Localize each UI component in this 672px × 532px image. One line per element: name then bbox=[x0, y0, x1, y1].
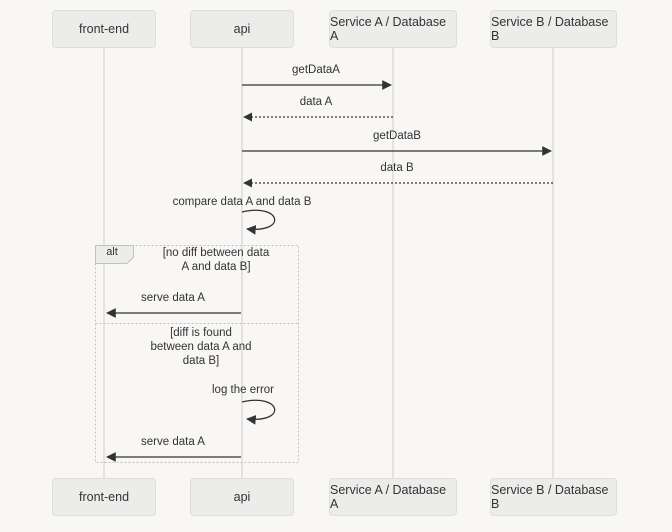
alt-label-box bbox=[95, 245, 134, 264]
message-label-data-b: data B bbox=[380, 162, 414, 174]
message-label-serve-data-a-2: serve data A bbox=[141, 436, 205, 448]
participant-api-top-label: api bbox=[233, 22, 251, 36]
participant-front-end-bottom: front-end bbox=[52, 478, 156, 516]
participant-service-b-bottom: Service B / Database B bbox=[490, 478, 617, 516]
participant-service-a-bottom-label: Service A / Database A bbox=[330, 483, 447, 511]
participant-service-b-top-label: Service B / Database B bbox=[491, 15, 609, 43]
participant-front-end-top: front-end bbox=[52, 10, 156, 48]
alt-frame bbox=[95, 245, 299, 463]
participant-api-bottom-label: api bbox=[233, 490, 251, 504]
self-loop-log-error bbox=[241, 399, 276, 425]
message-label-get-data-b: getDataB bbox=[373, 130, 421, 142]
participant-api-bottom: api bbox=[190, 478, 294, 516]
alt-condition-diff: [diff is found between data A and data B… bbox=[150, 327, 252, 367]
message-label-get-data-a: getDataA bbox=[292, 64, 340, 76]
participant-api-top: api bbox=[190, 10, 294, 48]
message-label-compare: compare data A and data B bbox=[172, 196, 312, 208]
participant-service-a-bottom: Service A / Database A bbox=[329, 478, 457, 516]
alt-label: alt bbox=[106, 246, 118, 258]
participant-service-a-top: Service A / Database A bbox=[329, 10, 457, 48]
participant-service-b-top: Service B / Database B bbox=[490, 10, 617, 48]
participant-front-end-top-label: front-end bbox=[78, 22, 130, 36]
message-label-serve-data-a-1: serve data A bbox=[141, 292, 205, 304]
alt-condition-no-diff: [no diff between data A and data B] bbox=[162, 247, 270, 273]
message-label-data-a: data A bbox=[299, 96, 333, 108]
message-label-log-the-error: log the error bbox=[211, 384, 275, 396]
participant-front-end-bottom-label: front-end bbox=[78, 490, 130, 504]
participant-service-b-bottom-label: Service B / Database B bbox=[491, 483, 609, 511]
participant-service-a-top-label: Service A / Database A bbox=[330, 15, 447, 43]
self-loop-compare bbox=[241, 209, 276, 235]
